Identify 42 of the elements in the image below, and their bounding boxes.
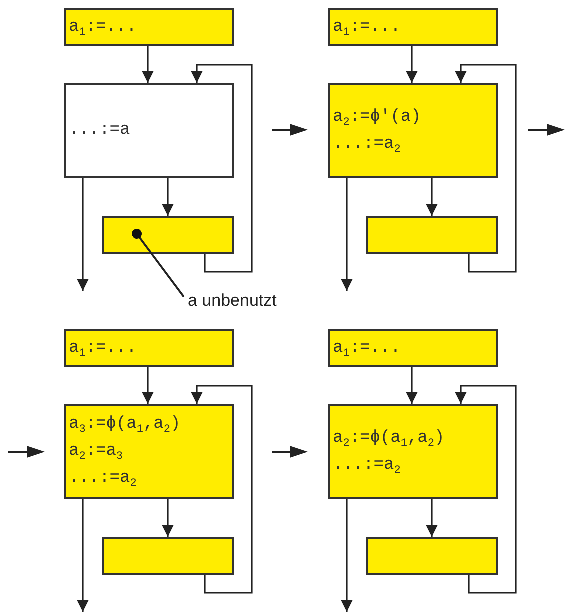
code-line: a$_{2}$:=a$_{3}$	[69, 441, 124, 465]
arrow	[162, 178, 174, 216]
code-block-box	[64, 404, 234, 499]
code-block-box	[328, 404, 498, 499]
empty-block-box	[102, 216, 234, 254]
loop-arrow	[191, 64, 253, 273]
code-line: ...:=a	[69, 120, 132, 142]
code-line: a$_{1}$:=...	[69, 338, 138, 362]
assignment-box	[64, 8, 234, 46]
code-line: a$_{1}$:=...	[333, 338, 402, 362]
exit-arrow	[341, 499, 353, 612]
code-line: ...:=a$_{2}$	[333, 134, 402, 158]
leader-line	[132, 229, 185, 298]
code-line: a$_{2}$:=ϕ(a$_{1}$,a$_{2}$)	[333, 428, 446, 452]
assignment-box	[328, 8, 498, 46]
arrow	[426, 499, 438, 537]
arrow	[426, 178, 438, 216]
arrow	[162, 499, 174, 537]
empty-block-box	[102, 537, 234, 575]
code-line: a$_{2}$:=ϕ'(a)	[333, 106, 422, 130]
exit-arrow	[77, 178, 89, 291]
exit-arrow	[341, 178, 353, 291]
exit-arrow	[77, 499, 89, 612]
code-block-box	[64, 83, 234, 178]
arrow	[142, 46, 154, 83]
code-line: ...:=a$_{2}$	[333, 454, 402, 478]
code-line: a$_{3}$:=ϕ(a$_{1}$,a$_{2}$)	[69, 414, 182, 438]
loop-arrow	[455, 385, 517, 594]
code-line: ...:=a$_{2}$	[69, 468, 138, 492]
empty-block-box	[366, 537, 498, 575]
arrow	[142, 367, 154, 404]
arrow	[406, 46, 418, 83]
empty-block-box	[366, 216, 498, 254]
code-block-box	[328, 83, 498, 178]
code-line: a$_{1}$:=...	[333, 16, 402, 40]
assignment-box	[328, 329, 498, 367]
loop-arrow	[191, 385, 253, 594]
assignment-box	[64, 329, 234, 367]
code-line: a$_{1}$:=...	[69, 16, 138, 40]
annotation-text: a unbenutzt	[188, 291, 277, 311]
arrow	[406, 367, 418, 404]
loop-arrow	[455, 64, 517, 273]
